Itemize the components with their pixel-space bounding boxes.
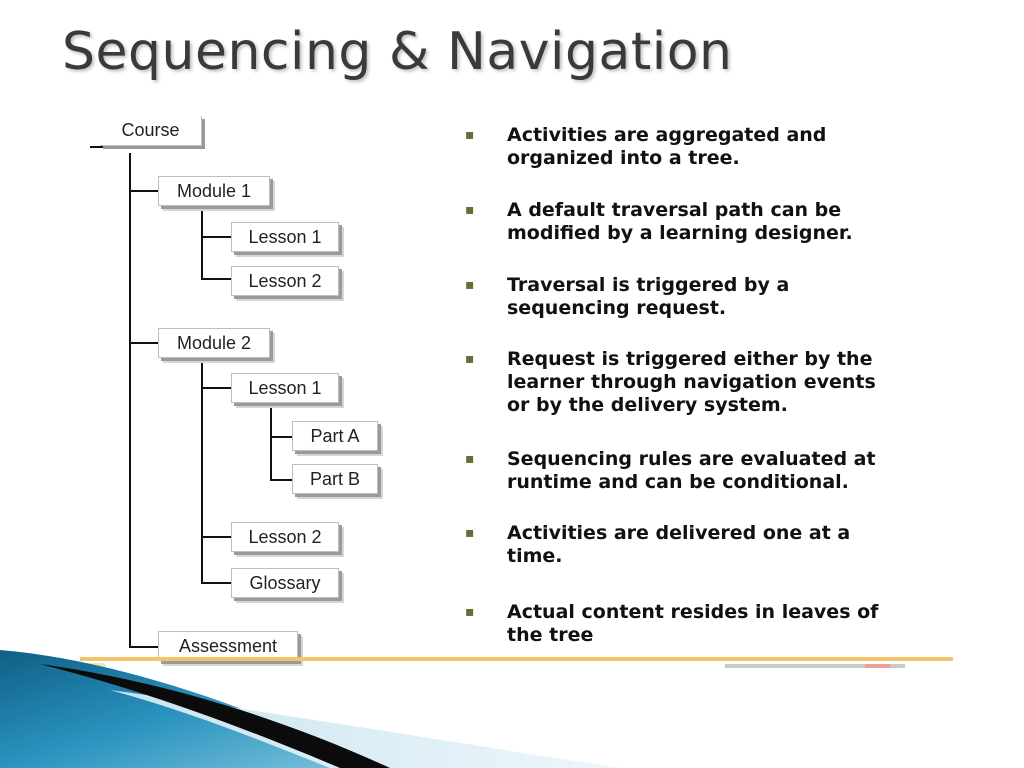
connector-l1-trunk: [270, 404, 272, 480]
connector-m2-lesson1: [201, 387, 231, 389]
bullet-text-line: or by the delivery system.: [507, 394, 788, 416]
connector-part-b: [270, 479, 292, 481]
tree-node-course: Course: [100, 116, 202, 146]
tree-node-module1-lesson-2: Lesson 2: [231, 266, 339, 296]
connector-m2-trunk: [201, 358, 203, 582]
bullet-text-line: learner through navigation events: [507, 371, 876, 393]
decorative-swoosh: [0, 650, 620, 768]
tree-node-module2-lesson-1: Lesson 1: [231, 373, 339, 403]
connector-root-trunk: [129, 153, 131, 648]
connector-m2-glossary: [201, 582, 231, 584]
footer-text-placeholder: [725, 664, 905, 668]
connector-m1-lesson2: [201, 278, 231, 280]
bullet-text-line: Request is triggered either by the: [507, 348, 873, 370]
tree-node-part-b: Part B: [292, 464, 378, 494]
slide-title: Sequencing & Navigation: [62, 22, 733, 82]
swoosh-dark-band: [40, 664, 390, 768]
bullet-text-line: time.: [507, 545, 563, 567]
bullet-marker-icon: ▪: [465, 604, 475, 620]
footer-text-placeholder: [865, 664, 890, 668]
bullet-marker-icon: ▪: [465, 451, 475, 467]
connector-m1-trunk: [201, 206, 203, 278]
tree-node-glossary: Glossary: [231, 568, 339, 598]
connector-part-a: [270, 436, 292, 438]
bullet-text-line: A default traversal path can be: [507, 199, 842, 221]
bullet-marker-icon: ▪: [465, 351, 475, 367]
figure-bottom-rule: [80, 657, 953, 661]
tree-node-module2-lesson-2: Lesson 2: [231, 522, 339, 552]
bullet-text-line: sequencing request.: [507, 297, 727, 319]
bullet-text-line: the tree: [507, 624, 594, 646]
bullet-marker-icon: ▪: [465, 202, 475, 218]
connector-module1: [129, 190, 159, 192]
connector-root-h: [90, 146, 200, 148]
bullet-text-line: Sequencing rules are evaluated at: [507, 448, 876, 470]
tree-node-module1-lesson-1: Lesson 1: [231, 222, 339, 252]
course-tree-diagram: Course Module 1 Lesson 1 Lesson 2 Module…: [80, 110, 960, 680]
tree-node-module-1: Module 1: [158, 176, 270, 206]
bullet-marker-icon: ▪: [465, 525, 475, 541]
tree-node-part-a: Part A: [292, 421, 378, 451]
bullet-marker-icon: ▪: [465, 277, 475, 293]
bullet-text-line: Activities are aggregated and: [507, 124, 827, 146]
bullet-text-line: Activities are delivered one at a: [507, 522, 851, 544]
bullet-text-line: organized into a tree.: [507, 147, 740, 169]
bullet-text-line: Traversal is triggered by a: [507, 274, 790, 296]
bullet-text-line: runtime and can be conditional.: [507, 471, 849, 493]
bullet-marker-icon: ▪: [465, 127, 475, 143]
connector-m2-lesson2: [201, 536, 231, 538]
bullet-text-line: modified by a learning designer.: [507, 222, 853, 244]
tree-node-module-2: Module 2: [158, 328, 270, 358]
connector-module2: [129, 342, 159, 344]
bullet-text-line: Actual content resides in leaves of: [507, 601, 879, 623]
connector-assessment: [129, 646, 159, 648]
connector-m1-lesson1: [201, 236, 231, 238]
